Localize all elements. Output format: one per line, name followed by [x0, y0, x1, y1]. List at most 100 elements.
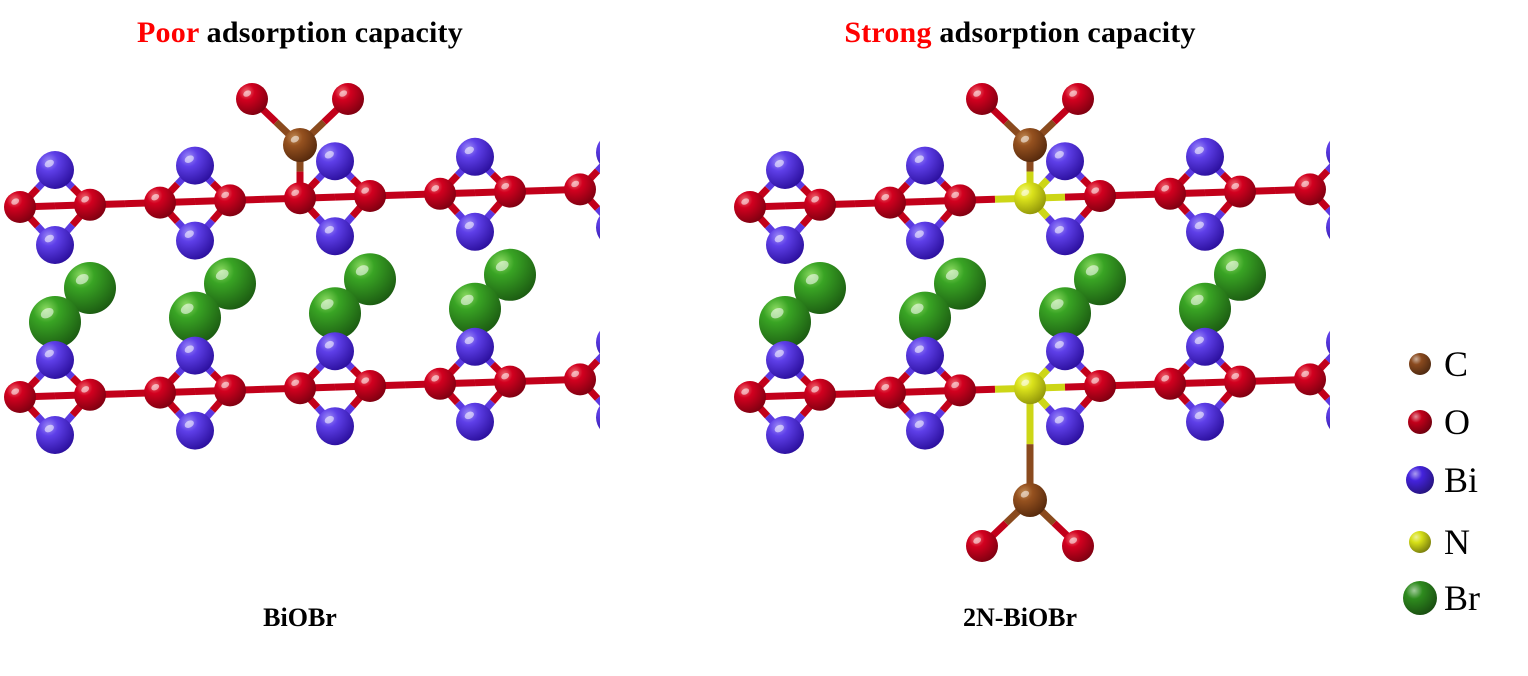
atom-bi [1046, 407, 1084, 446]
atom-bi [176, 146, 214, 185]
atom-o [236, 83, 268, 115]
atom-o [944, 374, 976, 407]
atom-highlight [184, 230, 194, 238]
atom-highlight [910, 303, 924, 314]
atom-bi [596, 330, 600, 355]
atom-o [966, 530, 998, 562]
atom-bi [316, 217, 354, 256]
atom-highlight [431, 375, 440, 382]
panel-title-left-highlight: Poor [137, 16, 199, 49]
panel-title-right-highlight: Strong [844, 16, 932, 49]
legend-swatch-bi-icon [1398, 464, 1442, 496]
atom-highlight [11, 198, 20, 205]
atom-highlight [81, 196, 90, 203]
atom-highlight [774, 159, 784, 168]
atom-bi [766, 341, 804, 379]
atom-o [1224, 365, 1256, 398]
atom-highlight [44, 234, 54, 243]
atom-bi [1186, 212, 1224, 251]
atom-highlight [811, 386, 820, 393]
atom-highlight [361, 377, 370, 384]
atom-highlight [1054, 415, 1064, 424]
atom-br [1214, 248, 1266, 301]
atom-highlight [339, 90, 348, 97]
atom-highlight [914, 155, 924, 163]
atom-highlight [324, 340, 334, 349]
atom-o [1294, 363, 1326, 396]
atom-o [1154, 367, 1186, 400]
panel-title-right: Strong adsorption capacity [730, 16, 1310, 50]
atom-o [564, 173, 596, 206]
atom-o [494, 175, 526, 208]
atom-highlight [1054, 150, 1064, 159]
legend-item-c: C [1398, 336, 1468, 392]
atom-bi [316, 332, 354, 371]
atom-highlight [571, 370, 580, 378]
atom-n [1014, 372, 1046, 405]
atom-highlight [914, 420, 924, 428]
panel-title-left-rest: adsorption capacity [198, 16, 463, 49]
atom-o [1084, 370, 1116, 402]
atom-br [1179, 282, 1231, 335]
atom-br [449, 282, 501, 335]
atom-highlight [741, 388, 750, 395]
caption-2n-biobr: 2N-BiOBr [962, 603, 1078, 632]
atom-o [874, 186, 906, 219]
atom-highlight [460, 294, 474, 306]
atom-o [354, 180, 386, 212]
atom-o [284, 182, 316, 215]
atom-br [794, 262, 846, 314]
atom-highlight [243, 90, 252, 97]
atom-highlight [1069, 90, 1078, 97]
atom-highlight [1194, 336, 1204, 345]
atom-bi [36, 341, 74, 379]
atom-highlight [44, 424, 54, 433]
atom-highlight [290, 135, 300, 143]
atom-o [4, 381, 36, 413]
atom-n [1014, 182, 1046, 215]
atom-highlight [501, 182, 510, 190]
atom-o [944, 184, 976, 217]
atom-highlight [1194, 221, 1204, 230]
atom-highlight [1231, 372, 1240, 380]
atom-highlight [431, 185, 440, 192]
atom-highlight [811, 196, 820, 203]
crystal-structure-biobr [4, 83, 600, 454]
atom-o [284, 372, 316, 405]
atom-highlight [1021, 189, 1030, 196]
atom-highlight [40, 307, 54, 319]
atom-highlight [914, 230, 924, 238]
atom-o [874, 376, 906, 409]
atom-o [74, 188, 106, 221]
atom-br [934, 257, 986, 310]
atom-o [74, 378, 106, 411]
atom-highlight [151, 193, 160, 201]
atom-bi [316, 407, 354, 446]
legend-label-br: Br [1444, 578, 1480, 618]
atom-o [1154, 177, 1186, 210]
atom-bi [1046, 332, 1084, 371]
legend-label-c: C [1444, 344, 1469, 384]
atom-o [494, 365, 526, 398]
atom-bi [456, 137, 494, 176]
atom-br [759, 296, 811, 348]
atom-o [804, 188, 836, 221]
panel-title-left: Poor adsorption capacity [0, 16, 600, 50]
atom-highlight [945, 269, 959, 280]
legend-label-bi: Bi [1444, 460, 1479, 500]
atom-highlight [184, 420, 194, 428]
atom-br [1039, 287, 1091, 340]
atom-bi [1186, 137, 1224, 176]
atom-highlight [464, 146, 474, 155]
atom-bi [36, 416, 74, 454]
atom-highlight [571, 180, 580, 188]
structure-left-content [4, 83, 600, 454]
atom-highlight [291, 379, 300, 386]
atom-o [734, 381, 766, 413]
atom-c [1013, 483, 1047, 517]
atom-o [1062, 530, 1094, 562]
atom-br [899, 291, 951, 344]
atom-highlight [221, 191, 230, 199]
atom-bi [1186, 327, 1224, 366]
atom-highlight [464, 221, 474, 230]
